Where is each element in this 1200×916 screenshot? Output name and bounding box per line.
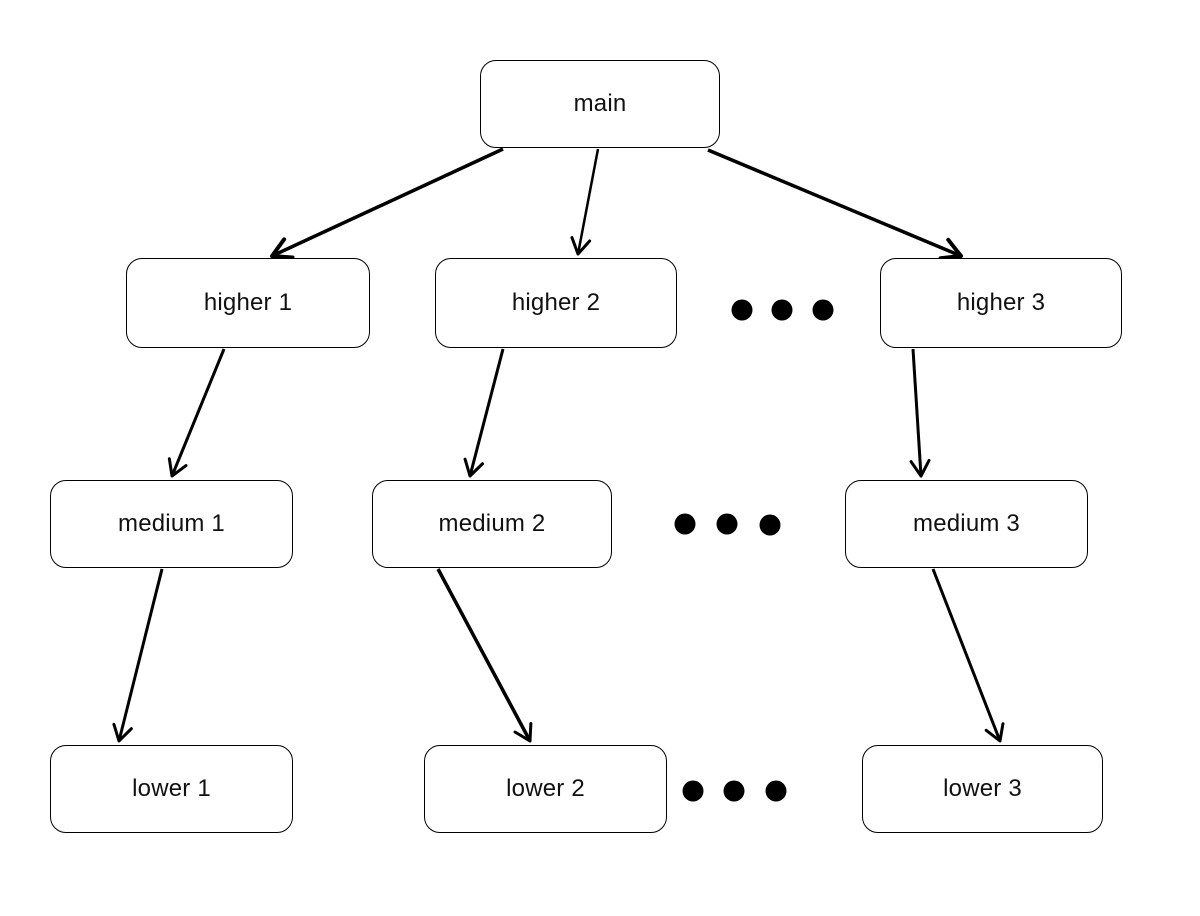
edge-main-higher2 — [570, 148, 600, 256]
node-lower-2: lower 2 — [424, 745, 667, 833]
node-medium-1: medium 1 — [50, 480, 293, 568]
edge-medium3-lower3 — [931, 568, 1005, 743]
ellipsis-dot — [674, 513, 696, 535]
node-lower-1: lower 1 — [50, 745, 293, 833]
edge-higher3-medium3 — [909, 348, 931, 478]
ellipsis-dot — [716, 513, 738, 535]
node-higher-1: higher 1 — [126, 258, 370, 348]
ellipsis-dot — [723, 780, 745, 802]
ellipsis-dot — [771, 299, 793, 321]
node-medium-3: medium 3 — [845, 480, 1088, 568]
ellipsis-lower-row — [682, 780, 787, 802]
edge-main-higher3 — [707, 148, 963, 261]
node-label: main — [573, 90, 627, 117]
ellipsis-dot — [759, 514, 781, 536]
node-label: medium 3 — [913, 510, 1020, 537]
node-lower-3: lower 3 — [862, 745, 1103, 833]
edge-higher2-medium2 — [463, 348, 505, 478]
node-label: medium 2 — [438, 510, 546, 537]
node-higher-2: higher 2 — [435, 258, 677, 348]
node-label: lower 3 — [943, 775, 1022, 802]
ellipsis-medium-row — [674, 513, 781, 536]
node-label: lower 2 — [506, 775, 585, 802]
edge-medium1-lower1 — [112, 568, 164, 743]
node-medium-2: medium 2 — [372, 480, 612, 568]
node-label: higher 3 — [956, 289, 1046, 316]
node-label: lower 1 — [132, 775, 211, 802]
node-label: higher 1 — [203, 289, 293, 316]
ellipsis-dot — [812, 299, 834, 321]
edge-medium2-lower2 — [436, 568, 533, 743]
ellipsis-higher-row — [731, 299, 834, 321]
node-higher-3: higher 3 — [880, 258, 1122, 348]
ellipsis-dot — [682, 780, 704, 802]
edge-main-higher1 — [270, 147, 504, 260]
node-label: higher 2 — [511, 289, 601, 316]
edge-higher1-medium1 — [167, 348, 226, 478]
ellipsis-dot — [765, 780, 787, 802]
ellipsis-dot — [731, 299, 753, 321]
node-main: main — [480, 60, 720, 148]
node-label: medium 1 — [118, 510, 225, 537]
